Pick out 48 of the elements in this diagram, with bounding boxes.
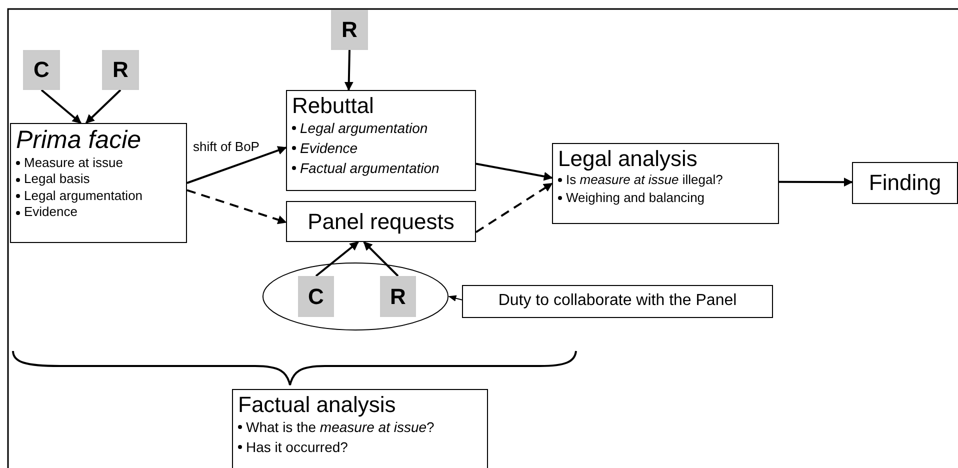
callout-box	[462, 285, 773, 318]
box-heading: Duty to collaborate with the Panel	[498, 292, 737, 311]
process-box	[852, 162, 958, 204]
arrow	[315, 241, 359, 277]
bullet-item: Is measure at issue illegal?	[566, 171, 723, 190]
bullet-item: Legal basis	[24, 171, 90, 188]
bullet-item: Factual argumentation	[300, 159, 440, 178]
leader-line	[448, 295, 462, 302]
process-box	[286, 201, 476, 242]
arrow	[40, 89, 82, 124]
party-tag	[380, 276, 416, 317]
bullet-item: What is the measure at issue?	[246, 418, 434, 438]
party-letter: R	[112, 57, 128, 83]
party-tag	[298, 276, 334, 317]
box-heading: Prima facie	[16, 126, 142, 155]
box-heading: Rebuttal	[292, 93, 375, 118]
edge-label: shift of BoP	[193, 139, 260, 154]
process-box	[552, 143, 779, 224]
arrow	[779, 178, 853, 187]
bullet-item: Evidence	[300, 139, 358, 158]
bullet-item: Measure at issue	[24, 154, 123, 172]
box-heading: Finding	[868, 170, 942, 196]
process-box	[286, 90, 476, 191]
arrow	[186, 189, 287, 224]
ellipse-shape	[262, 262, 449, 331]
bullet-item: Legal argumentation	[300, 119, 428, 138]
bullet-item: Weighing and balancing	[566, 189, 705, 208]
party-tag	[23, 50, 60, 90]
party-tag	[331, 10, 368, 50]
party-letter: C	[308, 284, 324, 310]
arrow	[363, 241, 399, 277]
party-letter: R	[342, 17, 358, 43]
arrow	[475, 182, 553, 233]
process-box	[10, 123, 187, 243]
arrow	[344, 50, 354, 91]
arrow	[476, 162, 553, 181]
arrow	[186, 146, 287, 184]
party-letter: R	[390, 284, 406, 310]
bullet-item: Legal argumentation	[24, 188, 143, 204]
bullet-item: Evidence	[24, 204, 78, 221]
party-letter: C	[34, 57, 50, 83]
bullet-item: Has it occurred?	[246, 438, 348, 458]
arrow	[85, 89, 122, 124]
box-heading: Panel requests	[308, 208, 454, 234]
process-box	[232, 389, 488, 468]
box-heading: Factual analysis	[238, 392, 397, 418]
party-tag	[102, 50, 139, 90]
box-heading: Legal analysis	[558, 146, 698, 172]
